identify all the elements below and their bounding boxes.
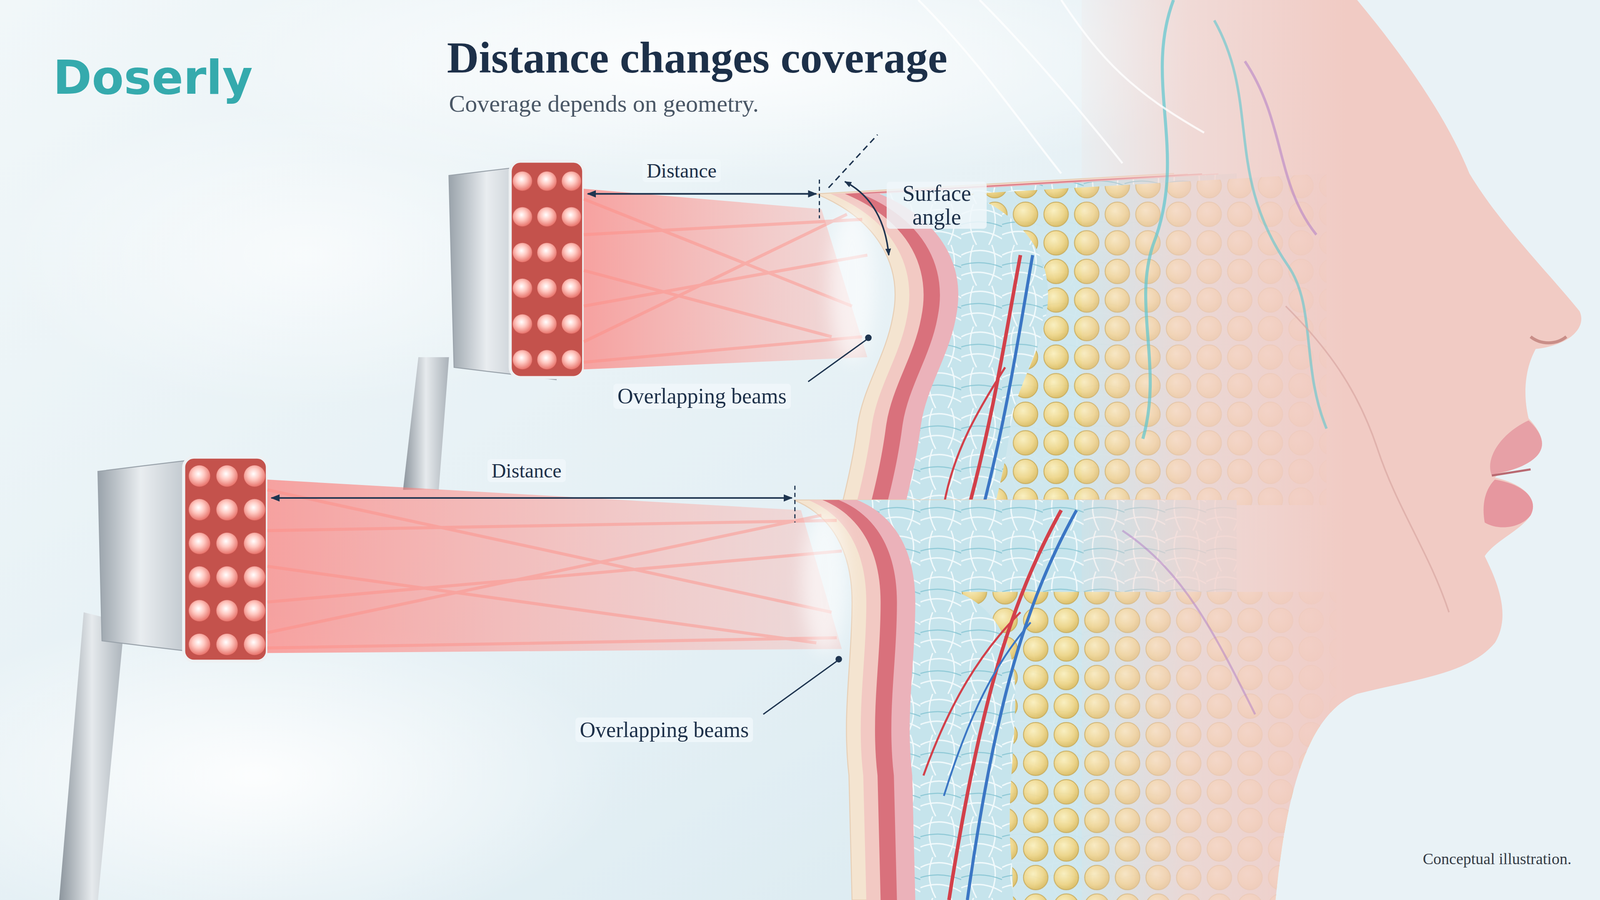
lower-beams [267,479,848,653]
upper-tissue-section [983,255,1033,505]
dimension-arrows [587,192,817,195]
angle-marker [828,134,889,255]
face-profile [1490,420,1543,476]
face-profile [1122,530,1255,715]
lower-light-device [185,459,269,662]
face-profile [1245,61,1317,235]
dimension-arrows [271,179,820,523]
diagram-title: Distance changes coverage [447,32,948,84]
face-profile [1285,306,1450,613]
dimension-arrows [794,485,796,523]
dimension-arrows [271,497,792,499]
background [0,612,623,900]
upper-light-device [402,161,584,490]
face-profile [1483,479,1534,528]
lower-light-device [59,612,125,900]
callout-label: Overlapping beams [613,383,791,409]
upper-beams [583,188,868,370]
lower-tissue-section [943,622,1031,796]
upper-tissue-section [969,255,1021,505]
angle-marker [845,181,889,255]
upper-beams [583,188,875,370]
upper-beams [829,209,875,363]
face-profile [918,0,1600,900]
dimension-label: Distance [487,459,566,483]
face-profile [1491,469,1531,476]
lower-tissue-section [967,510,1077,900]
lower-light-device [59,457,269,900]
face-profile [1530,336,1567,343]
footnote: Conceptual illustration. [1422,850,1572,869]
dimension-label: Distance [642,159,721,183]
angle-marker [828,134,878,188]
leader-lines [865,334,872,342]
callout-label: Overlapping beams [575,717,753,743]
upper-light-device [510,163,584,378]
lower-beams [802,510,848,653]
leader-lines [763,661,837,715]
lower-beams [267,490,843,649]
lower-tissue-section [923,612,1021,776]
face-profile [1214,20,1327,429]
leader-lines [808,340,867,382]
upper-light-device [510,161,584,378]
dimension-arrows [818,179,820,219]
face-profile [1142,0,1174,439]
face-profile [1081,0,1600,900]
subtitle: Coverage depends on geometry. [449,90,760,118]
face-profile [1081,0,1582,900]
face-profile [918,0,1205,174]
lower-beams [267,479,843,653]
lower-tissue-section [949,510,1062,900]
brand-logo: Doserly [52,50,253,105]
background [0,102,613,409]
leader-lines [835,655,843,663]
upper-beams [583,199,868,363]
upper-tissue-section [943,367,1005,506]
angle-label: Surface angle [886,181,987,229]
upper-light-device [402,357,449,490]
